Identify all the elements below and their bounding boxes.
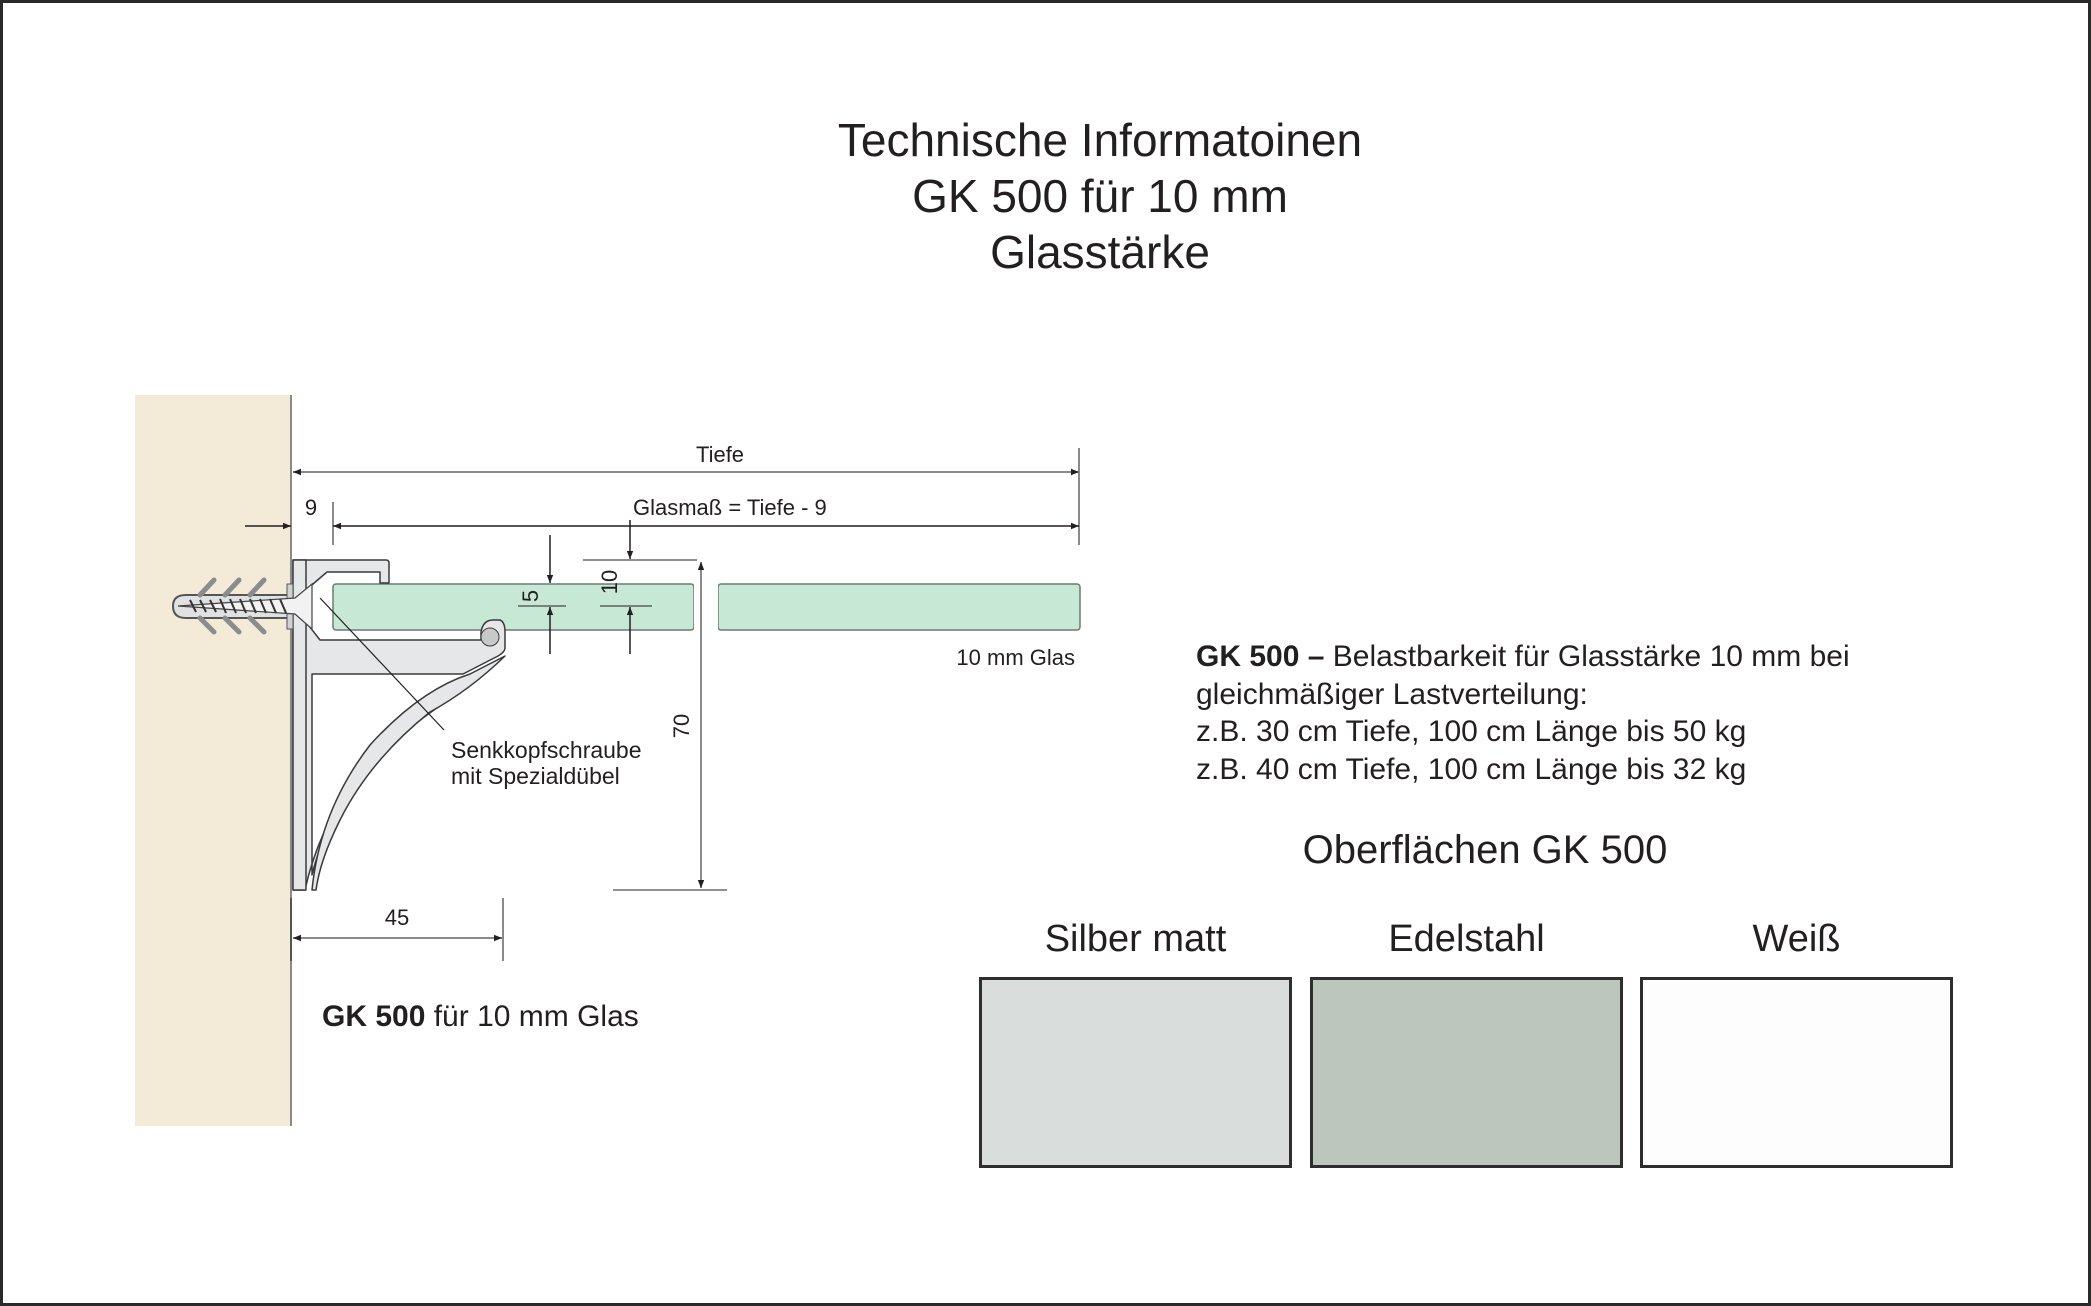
dim-seventy-label: 70 <box>669 714 694 738</box>
glass-label: 10 mm Glas <box>956 645 1075 670</box>
title-line-2: GK 500 für 10 mm <box>912 170 1288 222</box>
swatch-label-stainless: Edelstahl <box>1388 918 1545 960</box>
glass-panel-left <box>332 583 695 631</box>
swatch-stainless <box>1310 977 1623 1168</box>
dim-ten-label: 10 <box>597 570 622 594</box>
swatch-silver <box>979 977 1292 1168</box>
glass-panel-right <box>717 583 1081 631</box>
surfaces-title: Oberflächen GK 500 <box>1302 828 1668 872</box>
load-spec: GK 500 – Belastbarkeit für Glasstärke 10… <box>1196 638 1850 788</box>
glass-break <box>694 580 718 635</box>
swatch-label-silver: Silber matt <box>1044 918 1227 960</box>
bracket-roller <box>480 627 500 647</box>
dim-depth-label: Tiefe <box>696 442 744 467</box>
spec-line-4: z.B. 40 cm Tiefe, 100 cm Länge bis 32 kg <box>1196 752 1747 786</box>
dim-glass-label: Glasmaß = Tiefe - 9 <box>633 495 827 520</box>
spec-bold: GK 500 – <box>1196 640 1325 673</box>
screw-note-line-1: Senkkopfschraube <box>451 737 642 763</box>
title-line-3: Glasstärke <box>990 226 1210 278</box>
caption-rest: für 10 mm Glas <box>425 1000 639 1033</box>
swatch-white <box>1640 977 1953 1168</box>
screw-dowel-icon <box>171 577 313 635</box>
dim-five-label: 5 <box>518 590 543 602</box>
bracket-profile <box>292 559 506 891</box>
swatch-label-white: Weiß <box>1752 918 1841 960</box>
spec-line-1-rest: Belastbarkeit für Glasstärke 10 mm bei <box>1324 640 1850 673</box>
spec-line-1: GK 500 – Belastbarkeit für Glasstärke 10… <box>1196 638 1850 676</box>
screw-leader-line <box>319 597 445 731</box>
spec-line-3: z.B. 30 cm Tiefe, 100 cm Länge bis 50 kg <box>1196 715 1747 748</box>
spec-line-2: gleichmäßiger Lastverteilung: <box>1196 677 1588 711</box>
wall <box>135 395 291 1126</box>
drawing-caption: GK 500 für 10 mm Glas <box>322 1000 639 1034</box>
dim-offset-label: 9 <box>305 495 317 520</box>
screw-note-line-2: mit Spezialdübel <box>451 763 620 789</box>
dim-fortyfive-label: 45 <box>385 905 409 930</box>
caption-bold: GK 500 <box>322 1000 426 1033</box>
title-line-1: Technische Informatoinen <box>837 114 1363 166</box>
page-title: Technische Informatoinen GK 500 für 10 m… <box>700 112 1500 280</box>
